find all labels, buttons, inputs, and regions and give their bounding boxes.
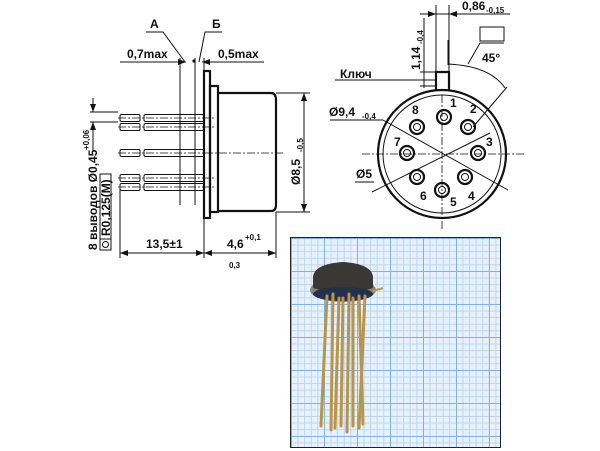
dim-pin-circle: Ø5 xyxy=(356,167,372,181)
dim-flange-tol: -0,4 xyxy=(362,112,376,121)
dim-diameter-tol: -0,5 xyxy=(296,138,305,152)
side-view: А Б 0,7max 0,5max 8 выводов Ø0,45 +0,06 xyxy=(82,17,310,270)
dim-key-width-tol: -0,15 xyxy=(486,6,505,15)
pin-label: 5 xyxy=(450,195,457,209)
key-label: Ключ xyxy=(340,67,372,81)
label-a: А xyxy=(150,17,159,31)
leads-note: 8 выводов Ø0,45 xyxy=(86,149,100,250)
pin-label: 1 xyxy=(450,96,457,110)
pin-8: 8 xyxy=(408,103,426,136)
pin-1: 1 xyxy=(435,96,457,126)
lead xyxy=(118,123,215,131)
dim-key-height-tol: -0,4 xyxy=(416,30,425,44)
position-tolerance: R0,125(M) xyxy=(99,179,113,236)
pin-label: 2 xyxy=(470,102,477,116)
pin-label: 6 xyxy=(420,189,427,203)
dim-key-height: 1,14 xyxy=(409,46,423,70)
dim-body-tol-lower: 0,3 xyxy=(229,261,241,270)
dim-left-gap: 0,7max xyxy=(127,47,168,61)
pin-label: 3 xyxy=(486,135,493,149)
dim-body-tol-upper: +0,1 xyxy=(245,233,261,242)
leads-tolerance: +0,06 xyxy=(82,129,91,150)
pin-4: 4 xyxy=(456,168,475,203)
lead xyxy=(118,114,215,122)
dim-diameter: Ø8,5 xyxy=(289,159,303,185)
pin-label: 8 xyxy=(412,103,419,117)
pin-7: 7 xyxy=(394,135,416,162)
angle-label: 45° xyxy=(482,51,500,65)
dim-key-width: 0,86 xyxy=(462,0,486,13)
label-b: Б xyxy=(212,17,221,31)
leads xyxy=(118,114,215,191)
dim-right-gap: 0,5max xyxy=(218,47,259,61)
dim-lead-length: 13,5±1 xyxy=(146,237,183,251)
pin-2: 2 xyxy=(459,102,477,136)
pin-label: 7 xyxy=(394,135,401,149)
transistor-photo xyxy=(310,262,384,434)
pin-label: 4 xyxy=(468,189,475,203)
lead xyxy=(118,174,215,182)
product-photo xyxy=(290,237,501,448)
pin-3: 3 xyxy=(469,135,493,162)
dim-flange: Ø9,4 xyxy=(329,105,355,119)
pin-5: 5 xyxy=(433,181,457,209)
dim-body-length: 4,6 xyxy=(227,237,244,251)
lead xyxy=(118,183,215,191)
pin-6: 6 xyxy=(408,168,427,203)
lead xyxy=(118,149,205,157)
